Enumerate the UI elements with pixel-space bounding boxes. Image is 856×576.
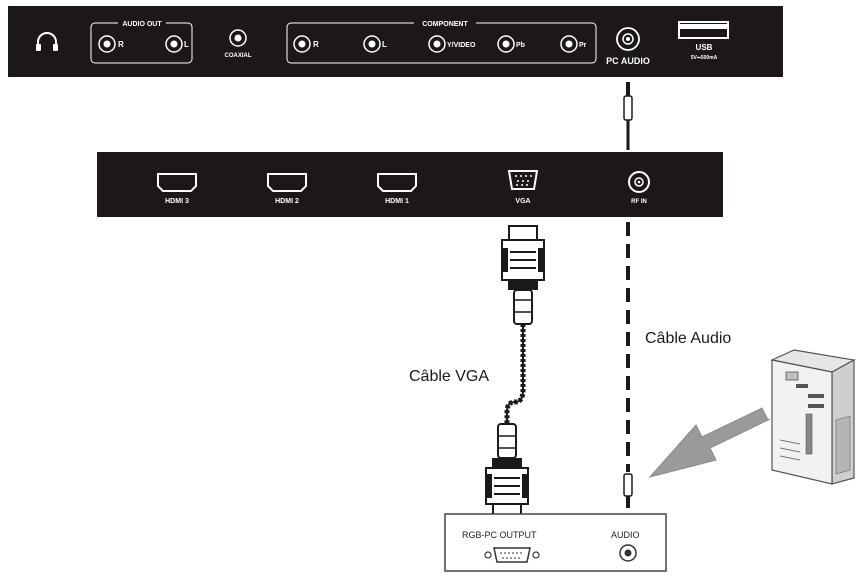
audio-out-group: AUDIO OUT R L <box>90 18 193 64</box>
component-l-jack <box>363 35 381 53</box>
audio-cable-caption: Câble Audio <box>645 330 731 347</box>
usb-port <box>678 21 729 39</box>
rgb-pc-output-label: RGB-PC OUTPUT <box>462 530 537 540</box>
hdmi-1-label: HDMI 1 <box>385 198 409 205</box>
usb-sub-label: 5V⎓500mA <box>691 55 718 61</box>
top-back-panel: AUDIO OUT R L COAXIAL COMPONENT <box>8 6 783 77</box>
pc-audio-jack <box>616 27 640 51</box>
audio-out-l-jack <box>165 35 183 53</box>
pc-tower-icon <box>770 349 856 485</box>
hdmi-2-label: HDMI 2 <box>275 198 299 205</box>
component-yvideo-jack <box>428 35 446 53</box>
component-pb-jack <box>497 35 515 53</box>
hdmi-2-port <box>267 173 307 192</box>
pc-audio-out-label: AUDIO <box>611 530 640 540</box>
hdmi-3-label: HDMI 3 <box>165 198 189 205</box>
audio-out-r-label: R <box>118 40 124 49</box>
rf-in-label: RF IN <box>631 199 647 205</box>
headphone-icon <box>36 32 58 51</box>
audio-out-title: AUDIO OUT <box>122 21 162 28</box>
component-title: COMPONENT <box>422 21 468 28</box>
component-pr-jack <box>560 35 578 53</box>
vga-label: VGA <box>515 198 530 205</box>
audio-out-l-label: L <box>184 40 189 49</box>
vga-cable-caption: Câble VGA <box>409 368 489 385</box>
middle-panel: HDMI 3 HDMI 2 HDMI 1 VGA RF IN <box>97 152 723 217</box>
component-r-jack <box>293 35 311 53</box>
audio-out-jack <box>619 544 637 562</box>
component-pr-label: Pr <box>579 42 587 49</box>
coaxial-label: COAXIAL <box>225 53 252 59</box>
usb-label: USB <box>696 43 713 52</box>
vga-cable <box>485 225 545 517</box>
hdmi-3-port <box>157 173 197 192</box>
pc-audio-label: PC AUDIO <box>606 56 650 66</box>
component-group: COMPONENT R L Y/VIDEO Pb <box>286 18 597 64</box>
pc-back-box: RGB-PC OUTPUT AUDIO <box>444 513 667 572</box>
direction-arrow <box>648 407 771 478</box>
component-pb-label: Pb <box>516 42 525 49</box>
component-l-label: L <box>382 40 387 49</box>
rf-in-port <box>628 171 650 193</box>
component-yvideo-label: Y/VIDEO <box>447 42 476 49</box>
coaxial-jack <box>229 29 247 47</box>
component-r-label: R <box>313 40 319 49</box>
audio-out-r-jack <box>98 35 116 53</box>
audio-cable <box>623 82 633 508</box>
rgb-output-port <box>484 547 540 563</box>
vga-port <box>507 170 539 190</box>
hdmi-1-port <box>377 173 417 192</box>
